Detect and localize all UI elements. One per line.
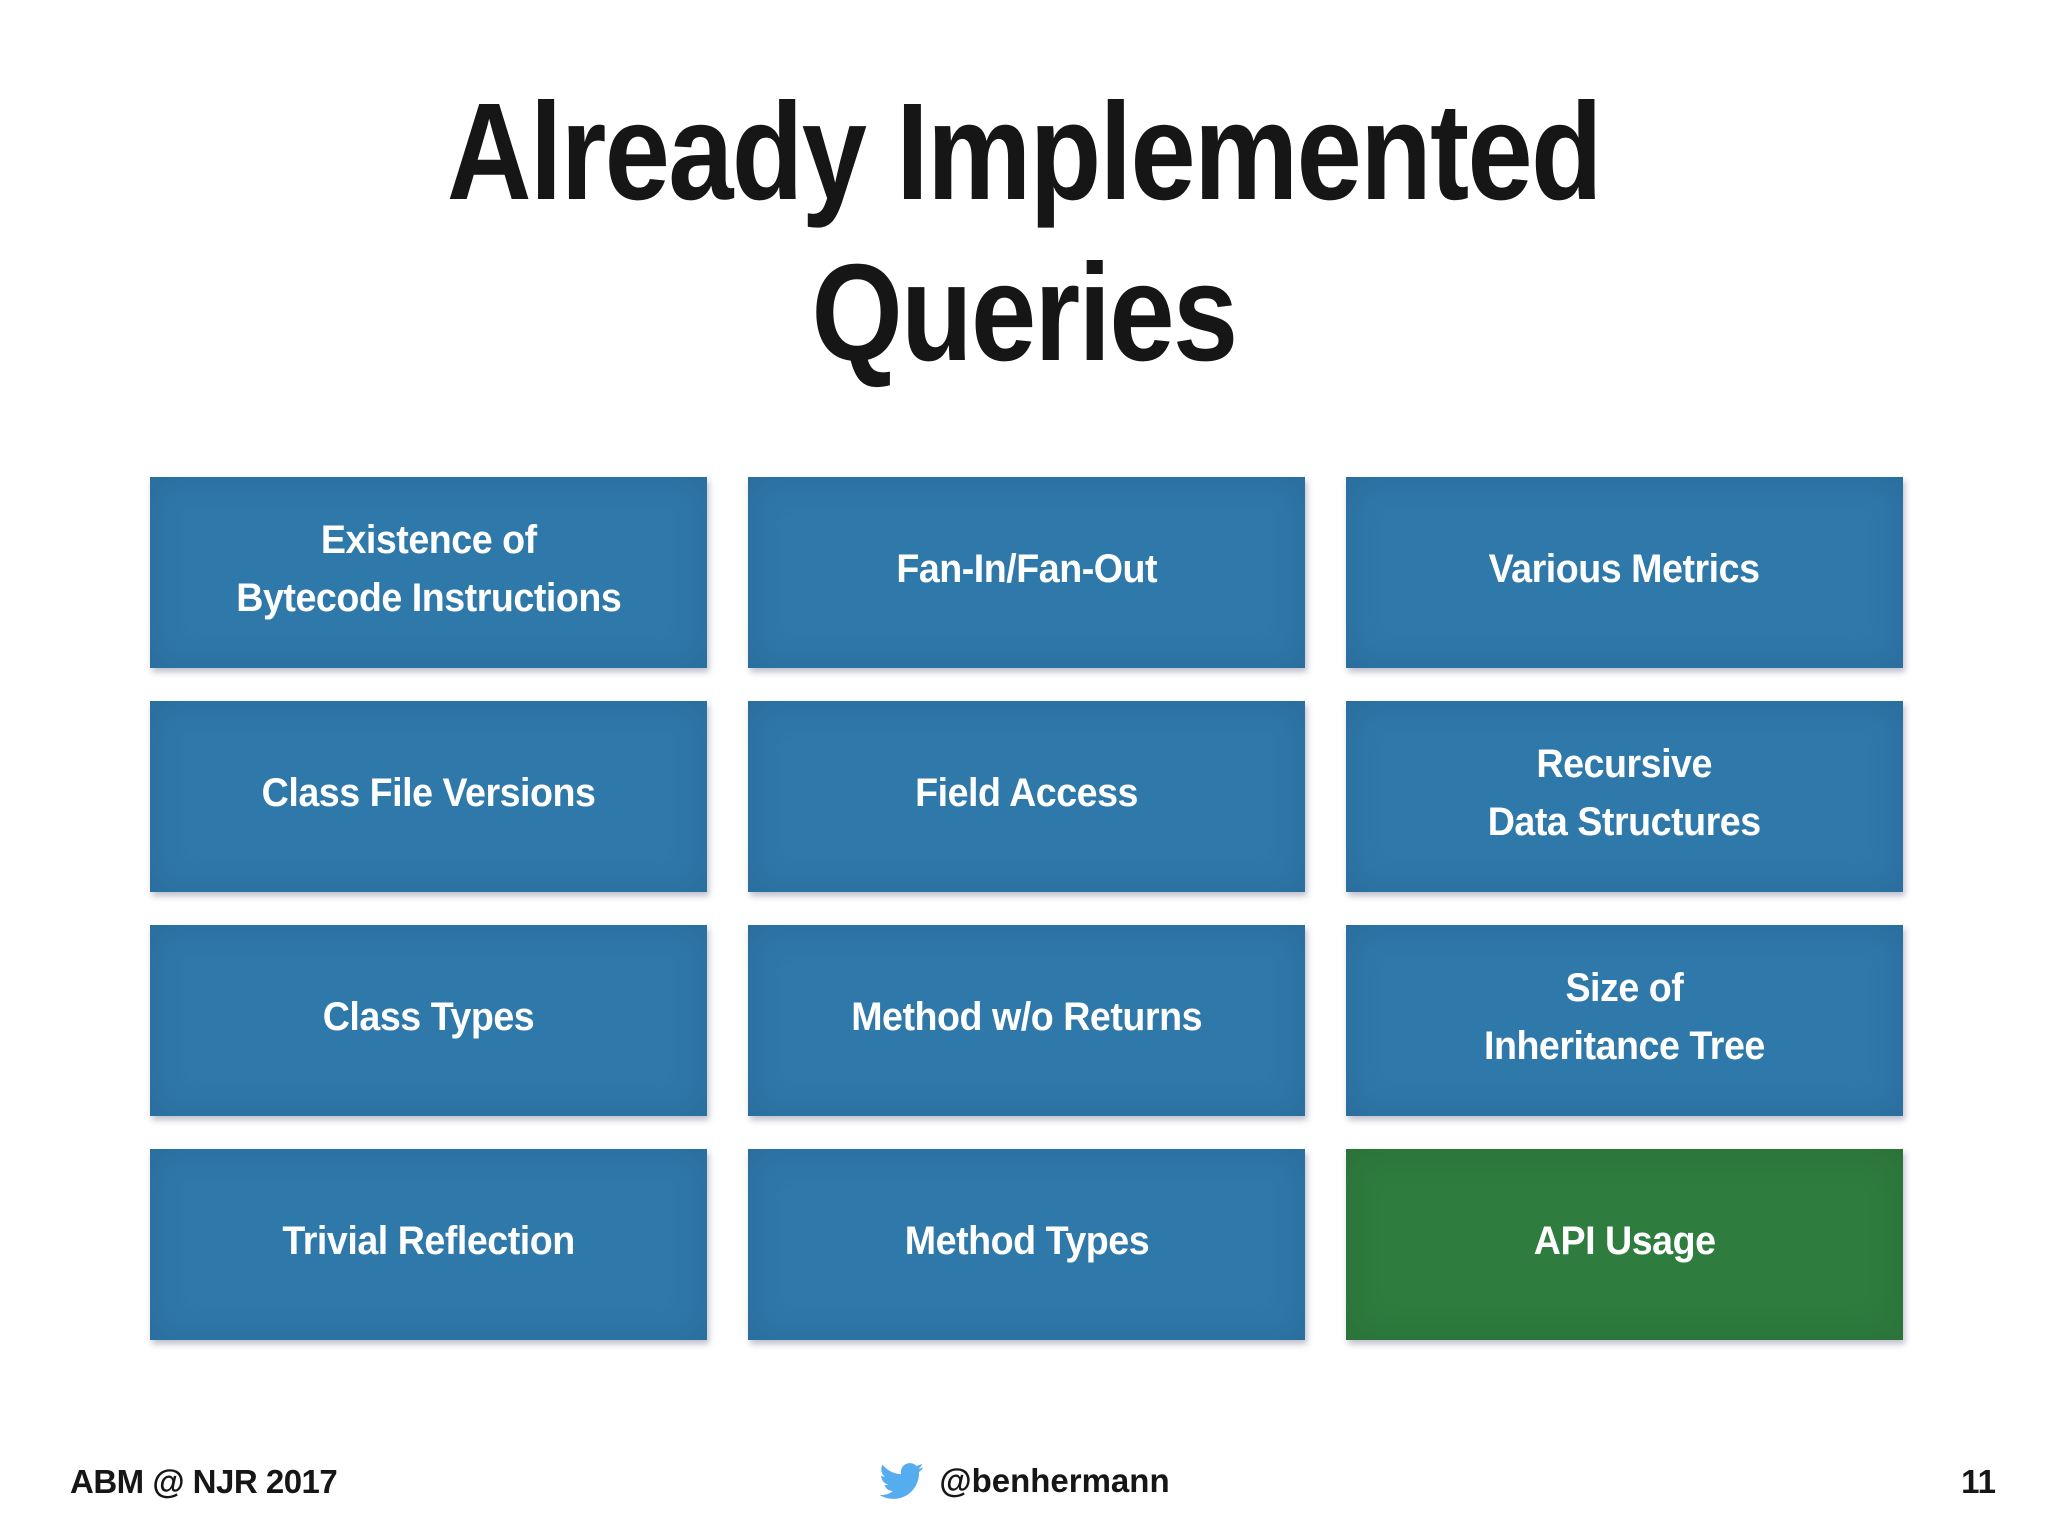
- query-box-label: Method w/o Returns: [851, 994, 1202, 1039]
- footer: ABM @ NJR 2017 @benhermann 11: [0, 1455, 2048, 1507]
- page-title: Already Implemented Queries: [0, 72, 2048, 395]
- title-line-1-text: Already Implemented: [446, 75, 1603, 229]
- footer-conference-label: ABM @ NJR 2017: [70, 1463, 338, 1500]
- query-box-label: API Usage: [1533, 1218, 1716, 1263]
- twitter-bird-icon: [879, 1463, 924, 1499]
- query-box-method-types: Method Types: [748, 1149, 1305, 1340]
- query-box-label: Field Access: [915, 770, 1138, 815]
- title-line-1: Already Implemented: [0, 72, 2048, 233]
- twitter-handle: @benhermann: [939, 1462, 1170, 1499]
- query-box-label: Trivial Reflection: [282, 1218, 575, 1263]
- query-box-trivial-reflection: Trivial Reflection: [150, 1149, 707, 1340]
- query-box-label: Recursive Data Structures: [1488, 742, 1761, 844]
- title-line-2-text: Queries: [811, 236, 1239, 391]
- query-box-various-metrics: Various Metrics: [1346, 477, 1903, 668]
- query-box-label: Fan-In/Fan-Out: [896, 546, 1157, 591]
- page-number: 11: [1961, 1463, 1996, 1500]
- query-box-label: Class File Versions: [261, 770, 596, 815]
- query-box-class-types: Class Types: [150, 925, 707, 1116]
- query-box-label: Various Metrics: [1489, 546, 1760, 591]
- query-box-label: Existence of Bytecode Instructions: [235, 518, 621, 620]
- query-box-label: Class Types: [322, 994, 535, 1039]
- query-grid: Existence of Bytecode Instructions Fan-I…: [150, 477, 1903, 1340]
- query-box-fan-in-fan-out: Fan-In/Fan-Out: [748, 477, 1305, 668]
- query-box-field-access: Field Access: [748, 701, 1305, 892]
- footer-twitter: @benhermann: [0, 1455, 2048, 1507]
- query-box-existence-of-bytecode-instructions: Existence of Bytecode Instructions: [150, 477, 707, 668]
- query-box-api-usage: API Usage: [1346, 1149, 1903, 1340]
- query-box-label: Size of Inheritance Tree: [1484, 966, 1765, 1068]
- query-box-label: Method Types: [904, 1218, 1149, 1263]
- query-box-class-file-versions: Class File Versions: [150, 701, 707, 892]
- title-line-2: Queries: [0, 233, 2048, 394]
- query-box-recursive-data-structures: Recursive Data Structures: [1346, 701, 1903, 892]
- query-box-size-of-inheritance-tree: Size of Inheritance Tree: [1346, 925, 1903, 1116]
- query-box-method-wo-returns: Method w/o Returns: [748, 925, 1305, 1116]
